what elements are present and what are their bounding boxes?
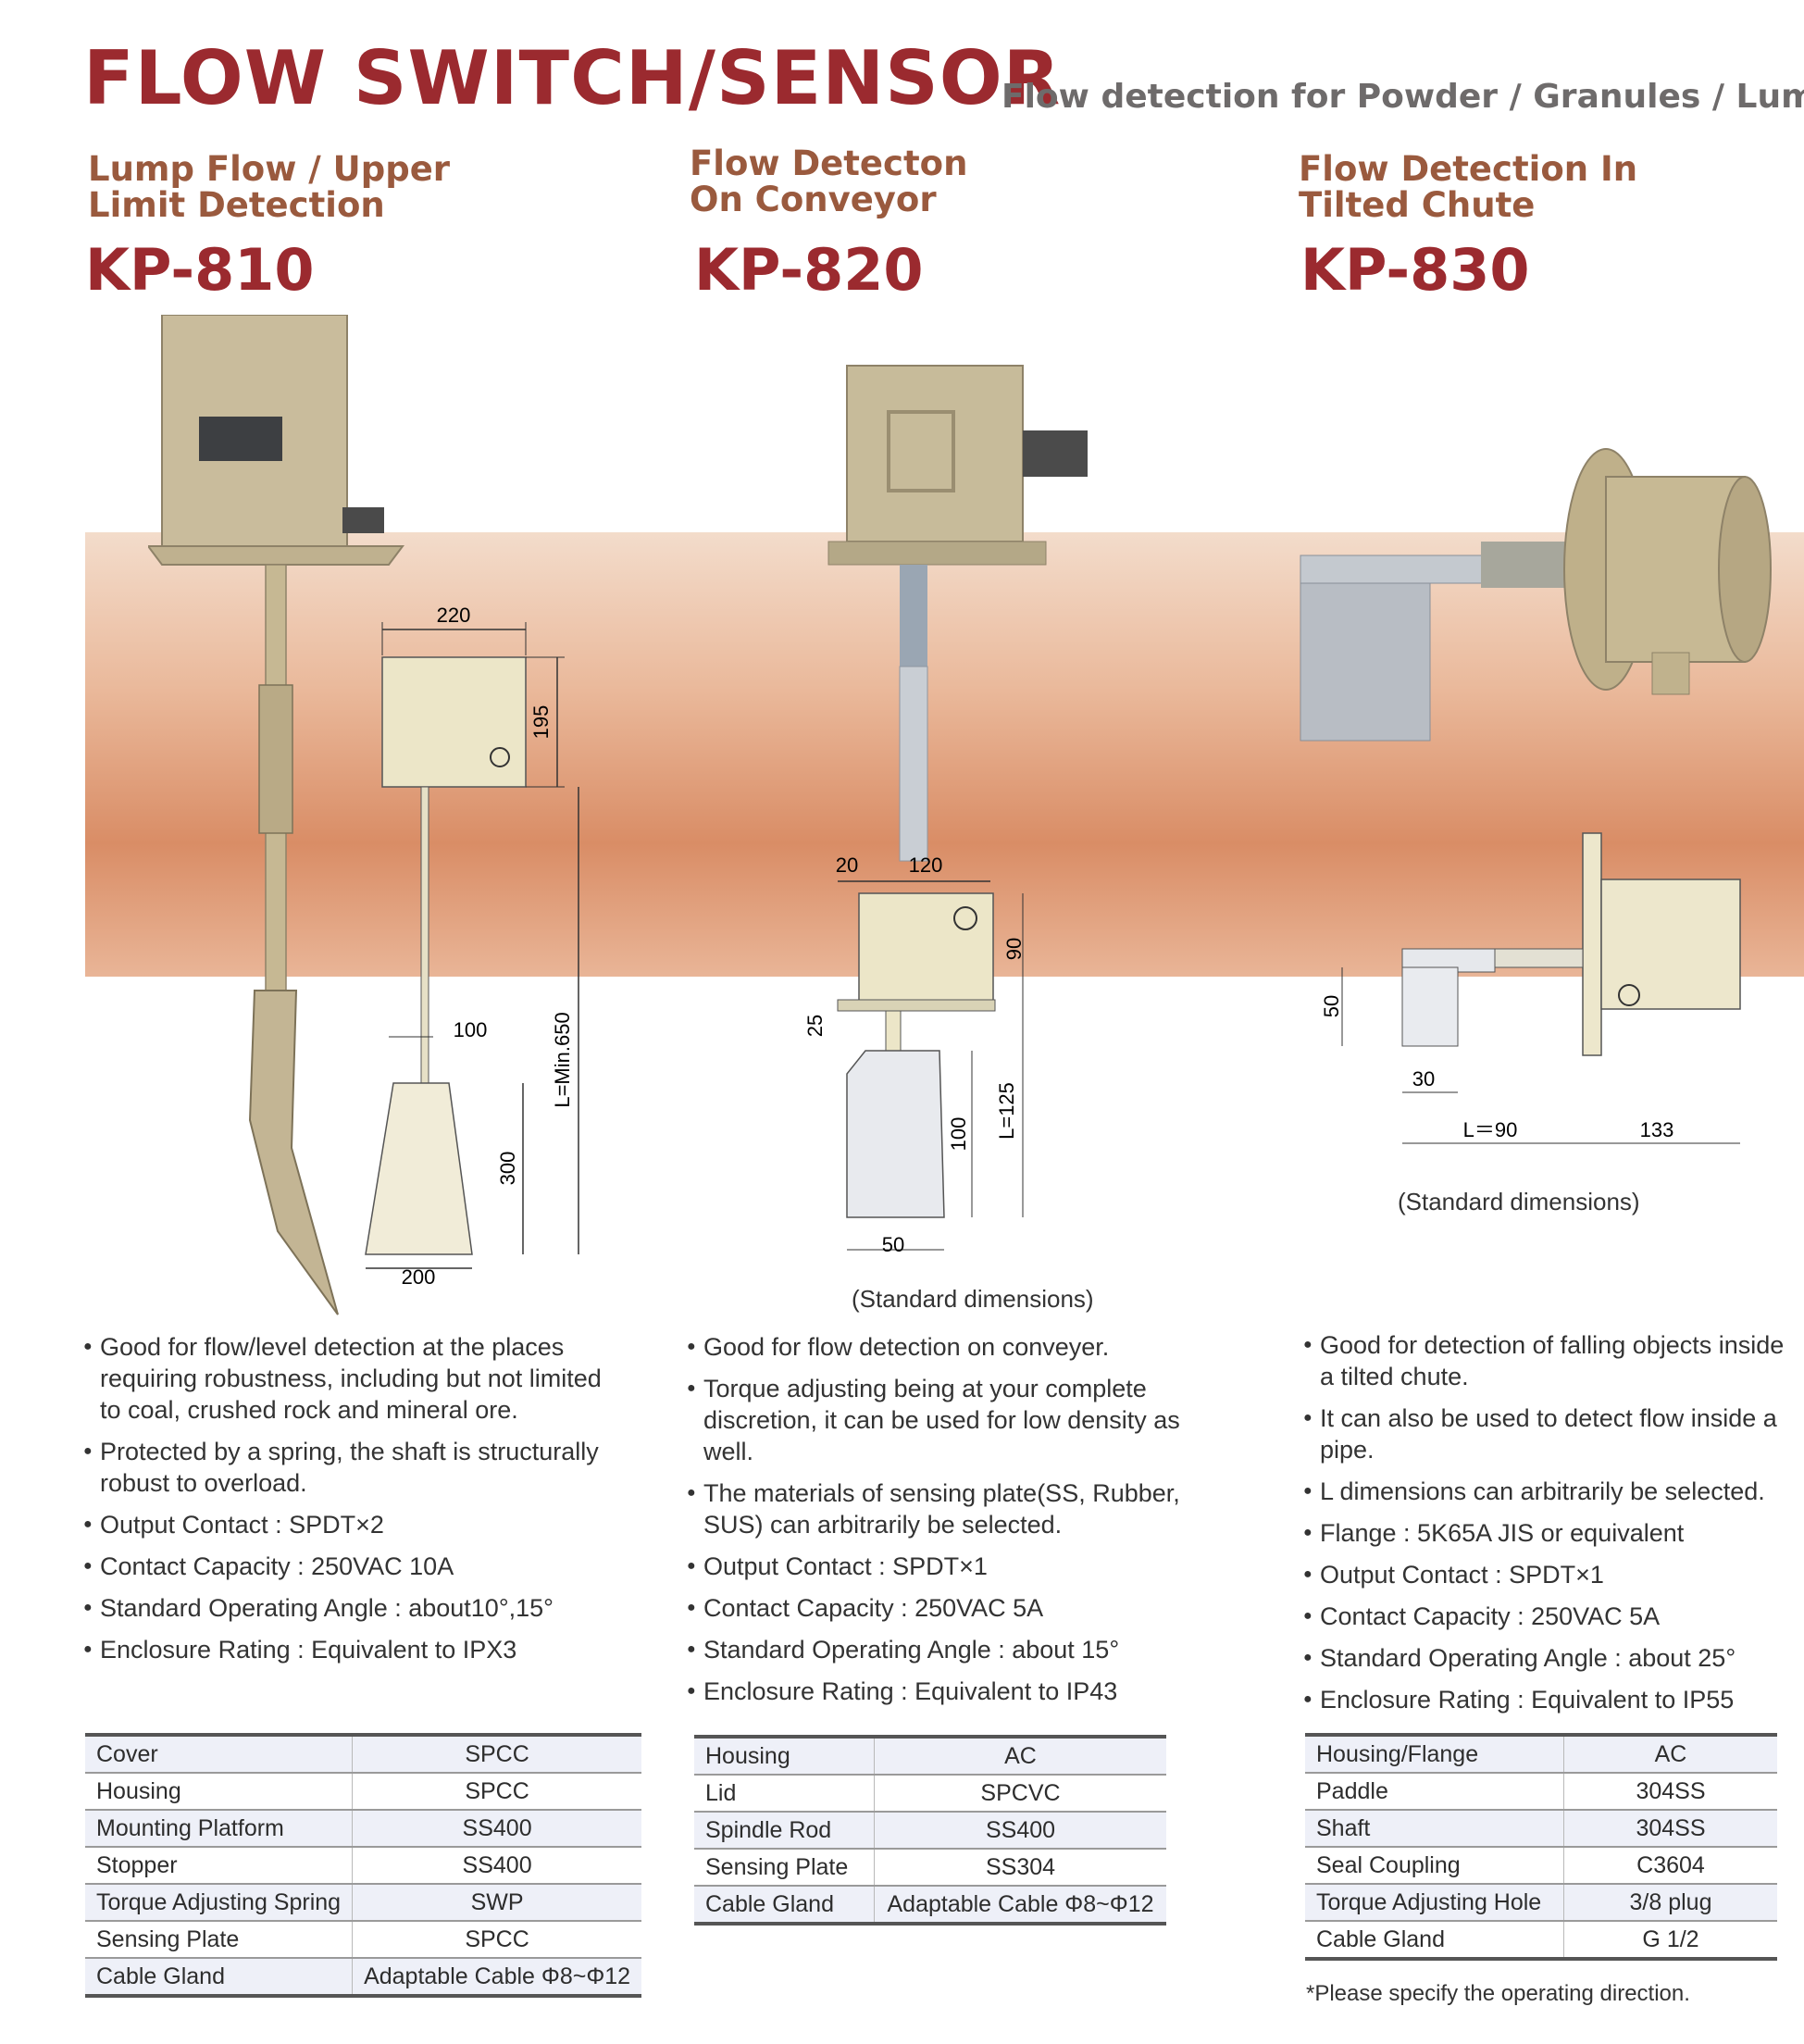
kp810-spring [258,684,293,834]
kp830-dim-paddle-width: 30 [1412,1067,1435,1091]
kp820-enclosure [846,365,1024,542]
kp820-bracket [900,565,927,667]
list-item: Good for flow detection on conveyer. [687,1331,1214,1363]
kp820-cable-gland [1023,430,1088,477]
kp820-dim-plate-height: 100 [947,1117,970,1152]
kp830-feature-list: Good for detection of falling objects in… [1303,1329,1785,1726]
list-item: Output Contact : SPDT×2 [83,1509,602,1540]
page-title: FLOW SWITCH/SENSOR [83,35,1062,121]
kp820-dimension-drawing: 20 120 90 25 100 L=125 50 [803,854,1026,1256]
list-item: Output Contact : SPDT×1 [687,1551,1214,1582]
kp810-subtitle: Lump Flow / Upper Limit Detection [88,151,450,223]
kp820-model: KP-820 [694,236,924,304]
page-subtitle: Flow detection for Powder / Granules / L… [1002,78,1804,116]
list-item: Protected by a spring, the shaft is stru… [83,1436,602,1499]
kp810-cable-gland [342,507,384,533]
kp810-model: KP-810 [85,236,315,304]
kp830-dim-body: 133 [1640,1118,1674,1141]
kp820-dim-offset: 20 [836,854,858,877]
list-item: It can also be used to detect flow insid… [1303,1402,1785,1465]
list-item: Enclosure Rating : Equivalent to IPX3 [83,1634,602,1665]
list-item: Standard Operating Angle : about 15° [687,1634,1214,1665]
kp820-subtitle-line1: Flow Detecton [690,143,968,183]
list-item: Contact Capacity : 250VAC 5A [1303,1601,1785,1632]
list-item: Flange : 5K65A JIS or equivalent [1303,1517,1785,1549]
kp810-dim-length: L=Min.650 [551,1012,574,1107]
kp830-subtitle: Flow Detection In Tilted Chute [1299,151,1637,223]
list-item: Good for detection of falling objects in… [1303,1329,1785,1392]
list-item: Good for flow/level detection at the pla… [83,1331,602,1426]
kp810-sensing-plate [248,990,339,1315]
kp810-nameplate [199,417,282,461]
kp-810-photo [148,315,404,1315]
kp820-dim-height: 90 [1002,938,1026,960]
kp810-feature-list: Good for flow/level detection at the pla… [83,1331,602,1676]
kp820-dim-length: L=125 [995,1082,1018,1140]
list-item: Standard Operating Angle : about10°,15° [83,1592,602,1624]
kp810-dim-plate-height: 300 [496,1152,519,1186]
list-item: Output Contact : SPDT×1 [1303,1559,1785,1590]
kp830-paddle [1300,555,1431,742]
kp810-dim-height: 195 [529,705,553,740]
kp830-dimension-drawing: 50 30 L＝90 133 [1320,832,1741,1144]
kp810-mounting-platform [148,545,404,566]
kp810-dim-rod: 100 [454,1018,488,1041]
kp-820-photo [827,365,1088,862]
operating-direction-note: *Please specify the operating direction. [1306,1981,1690,2006]
k-logo-icon [887,410,955,492]
kp810-dimension-drawing: 220 195 L=Min.650 100 300 200 [365,604,579,1289]
kp820-sensing-plate [899,666,928,862]
kp820-subtitle-line2: On Conveyor [690,180,937,219]
list-item: Torque adjusting being at your complete … [687,1373,1214,1467]
kp810-dim-width: 220 [437,604,471,627]
kp830-dim-length: L＝90 [1463,1118,1518,1141]
kp-830-photo [1300,448,1772,742]
kp830-dim-caption: (Standard dimensions) [1398,1188,1640,1215]
kp830-subtitle-line2: Tilted Chute [1299,185,1536,225]
list-item: The materials of sensing plate(SS, Rubbe… [687,1477,1214,1540]
kp820-dim-width: 120 [909,854,943,877]
kp830-dim-paddle-height: 50 [1320,995,1343,1017]
kp810-dim-plate-width: 200 [402,1265,436,1289]
kp810-subtitle-line2: Limit Detection [88,185,385,225]
list-item: Enclosure Rating : Equivalent to IP43 [687,1676,1214,1707]
kp820-dim-gap: 25 [803,1015,827,1037]
kp830-model: KP-830 [1300,236,1530,304]
list-item: Contact Capacity : 250VAC 5A [687,1592,1214,1624]
kp820-dim-caption: (Standard dimensions) [852,1285,1094,1313]
list-item: Enclosure Rating : Equivalent to IP55 [1303,1684,1785,1715]
kp820-dim-plate-width: 50 [882,1233,904,1256]
kp820-feature-list: Good for flow detection on conveyer. Tor… [687,1331,1214,1717]
kp810-subtitle-line1: Lump Flow / Upper [88,149,451,189]
list-item: L dimensions can arbitrarily be selected… [1303,1476,1785,1507]
list-item: Standard Operating Angle : about 25° [1303,1642,1785,1674]
kp820-base [827,541,1047,566]
list-item: Contact Capacity : 250VAC 10A [83,1551,602,1582]
kp820-subtitle: Flow Detecton On Conveyor [690,145,967,218]
kp830-subtitle-line1: Flow Detection In [1299,149,1638,189]
